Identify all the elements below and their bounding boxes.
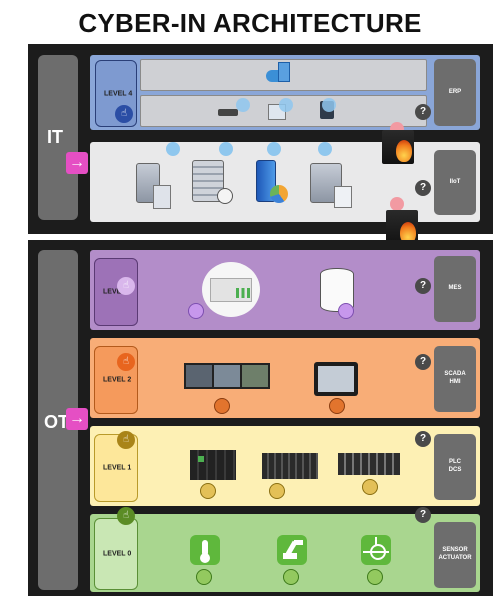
hand-pointer-icon[interactable]: ☝ — [117, 353, 135, 371]
ot-level1-help-icon[interactable]: ? — [415, 431, 431, 447]
connector-dot — [188, 303, 204, 319]
connector-dot — [279, 98, 293, 112]
it-expand-arrow-icon[interactable]: → — [66, 152, 88, 174]
it-level4-right-label: ERP — [434, 59, 476, 126]
ot-level2-label: LEVEL 2 — [103, 376, 132, 384]
dashboard-icon — [202, 262, 260, 317]
ot-level3-label: LEVEL — [103, 288, 126, 296]
it-level3-help-icon[interactable]: ? — [415, 180, 431, 196]
page-title: CYBER-IN ARCHITECTURE — [78, 8, 422, 38]
scada-monitors-icon — [184, 363, 270, 393]
ot-level2-band — [90, 338, 480, 418]
chart-icon — [270, 185, 288, 203]
ot-level0-label: LEVEL 0 — [103, 550, 132, 558]
it-level4-box: LEVEL 4 ☝ — [95, 60, 137, 127]
connector-dot — [200, 483, 216, 499]
server-icon — [310, 163, 342, 203]
cloud-icon — [264, 62, 294, 84]
ot-level0-right-label: SENSOR ACTUATOR — [434, 522, 476, 588]
clock-icon — [217, 188, 233, 204]
ot-level3-right-label: MES — [434, 256, 476, 322]
ot-level2-right-label: SCADA HMI — [434, 346, 476, 412]
valve-icon — [361, 535, 391, 565]
connector-dot — [214, 398, 230, 414]
ot-level1-label: LEVEL 1 — [103, 464, 132, 472]
ot-expand-arrow-icon[interactable]: → — [66, 408, 88, 430]
ot-level3-help-icon[interactable]: ? — [415, 278, 431, 294]
hand-pointer-icon[interactable]: ☝ — [117, 431, 135, 449]
database-icon — [320, 268, 354, 312]
it-label: IT — [47, 127, 63, 147]
firewall-icon — [382, 130, 414, 164]
connector-dot — [166, 142, 180, 156]
connector-dot — [329, 398, 345, 414]
connector-dot — [322, 98, 336, 112]
ot-level2-box: LEVEL 2 ☝ — [94, 346, 138, 414]
globe-icon — [153, 185, 171, 209]
ot-level0-help-icon[interactable]: ? — [415, 507, 431, 523]
connector-dot — [362, 479, 378, 495]
connector-dot — [283, 569, 299, 585]
connector-dot — [338, 303, 354, 319]
ot-level3-box: LEVEL ☝ — [94, 258, 138, 326]
it-level4-label: LEVEL 4 — [104, 90, 133, 97]
it-sidebar — [38, 55, 78, 220]
connector-dot — [267, 142, 281, 156]
connector-dot — [236, 98, 250, 112]
plc-icon — [190, 450, 236, 480]
plc-rack-icon — [338, 453, 400, 475]
it-level4-help-icon[interactable]: ? — [415, 104, 431, 120]
connector-dot — [269, 483, 285, 499]
hand-pointer-icon[interactable]: ☝ — [117, 507, 135, 525]
hand-pointer-icon[interactable]: ☝ — [117, 277, 135, 295]
thermometer-icon — [190, 535, 220, 565]
hmi-panel-icon — [314, 362, 358, 396]
firewall-connector-dot — [390, 197, 404, 211]
connector-dot — [196, 569, 212, 585]
hand-pointer-icon[interactable]: ☝ — [115, 105, 133, 123]
dcs-rack-icon — [262, 453, 318, 479]
robot-arm-icon — [277, 535, 307, 565]
network-switch-icon — [218, 109, 238, 116]
connector-dot — [219, 142, 233, 156]
document-icon — [334, 186, 352, 208]
ot-label: OT — [44, 412, 69, 432]
ot-level2-help-icon[interactable]: ? — [415, 354, 431, 370]
ot-level3-band — [90, 250, 480, 330]
ot-level1-box: LEVEL 1 ☝ — [94, 431, 138, 502]
ot-level0-box: LEVEL 0 ☝ — [94, 507, 138, 590]
it-level3-right-label: IIoT — [434, 150, 476, 215]
ot-level1-right-label: PLC DCS — [434, 434, 476, 500]
connector-dot — [367, 569, 383, 585]
connector-dot — [318, 142, 332, 156]
